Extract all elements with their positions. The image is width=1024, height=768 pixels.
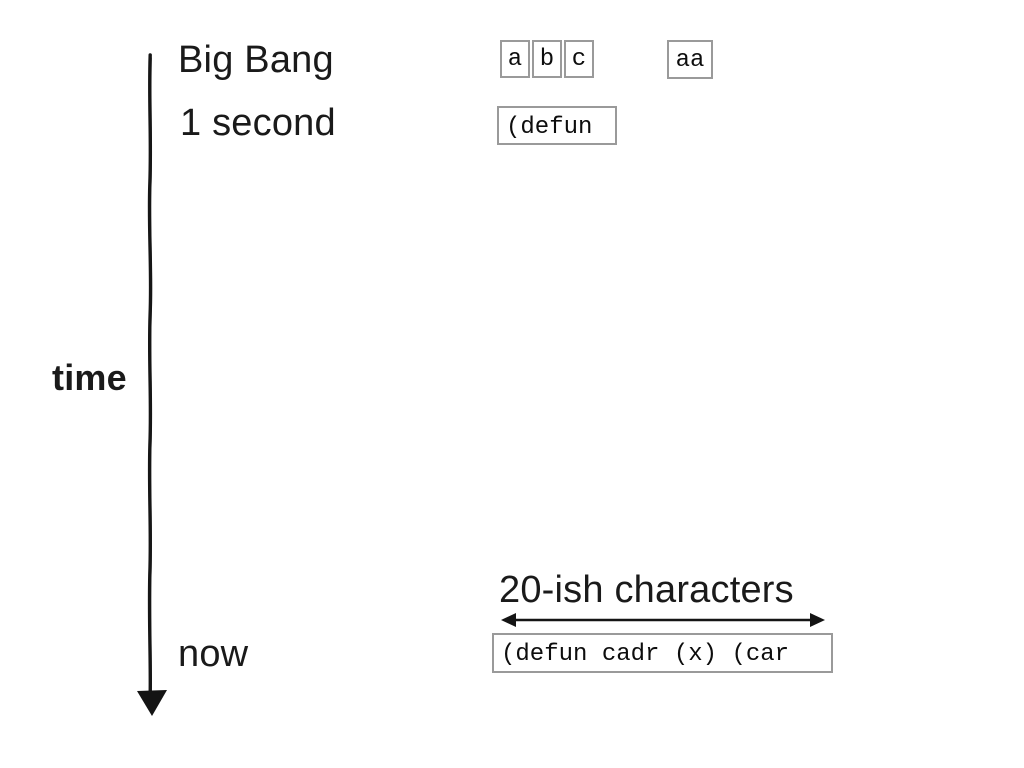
big-bang-label: Big Bang	[178, 39, 334, 81]
now-code-text: (defun cadr (x) (car	[501, 641, 790, 668]
down-arrow-icon	[137, 53, 167, 716]
one-second-label: 1 second	[180, 102, 336, 144]
early-code-text: (defun	[506, 113, 593, 141]
early-code-box: (defun	[497, 106, 617, 145]
memory-cell: b	[532, 40, 562, 78]
width-caption-label: 20-ish characters	[499, 569, 794, 611]
now-label: now	[178, 633, 249, 675]
memory-pair-chars: aa	[675, 47, 705, 74]
memory-pair-cell: aa	[667, 40, 713, 79]
memory-cell-char: c	[571, 46, 587, 73]
memory-cell-char: b	[539, 46, 555, 73]
memory-cell: c	[564, 40, 594, 78]
memory-cell-char: a	[507, 46, 523, 73]
time-axis-label: time	[52, 357, 127, 398]
memory-cell: a	[500, 40, 530, 78]
now-code-box: (defun cadr (x) (car	[492, 633, 833, 673]
left-right-arrow-icon	[501, 613, 825, 627]
